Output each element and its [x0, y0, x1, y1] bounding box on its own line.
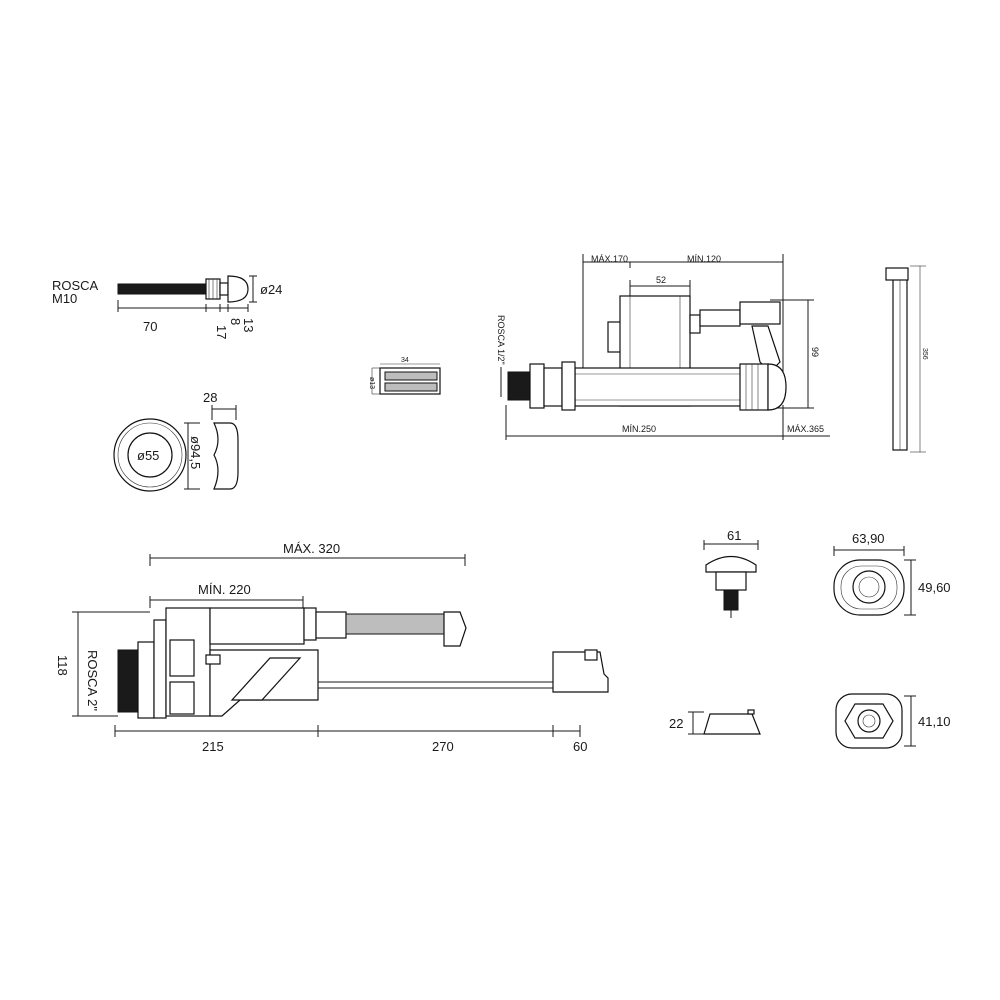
nut-hole	[857, 709, 881, 733]
flush-valve-drawing: MÁX. 320 MÍN. 220 118 ROSCA 2" 215 270 6…	[55, 541, 609, 754]
filter-drawing: 34 ø13	[368, 357, 441, 395]
dim-70: 70	[143, 319, 157, 334]
valve-inlet-thread	[507, 371, 531, 401]
push-button-front-drawing: 63,90 49,60	[833, 531, 951, 616]
dim-4110: 41,10	[918, 714, 951, 729]
button-stem	[723, 589, 739, 611]
plate-side-view	[213, 422, 239, 490]
dim-28: 28	[203, 390, 217, 405]
dim-max320: MÁX. 320	[283, 541, 340, 556]
dim-8: 8	[228, 318, 243, 325]
button-cap	[705, 555, 757, 573]
valve-arm	[699, 309, 741, 327]
rosca-m10-label-2: M10	[52, 291, 77, 306]
dim-min220: MÍN. 220	[198, 582, 251, 597]
dim-max170: MÁX.170	[591, 254, 628, 264]
dim-d13: ø13	[368, 377, 375, 389]
dim-22: 22	[669, 716, 683, 731]
plate-inner-circle	[127, 432, 173, 478]
dim-d94: ø94,5	[188, 436, 203, 469]
dim-4960: 49,60	[918, 580, 951, 595]
dim-60: 60	[573, 739, 587, 754]
small-base-drawing: 22	[669, 709, 761, 735]
flush-cable-end	[552, 651, 609, 693]
push-button-side-drawing: 61	[703, 528, 759, 618]
dim-34: 34	[401, 357, 409, 364]
dim-6390: 63,90	[852, 531, 885, 546]
button-front-inner	[852, 570, 886, 604]
dim-52: 52	[656, 275, 666, 285]
dim-356: 356	[921, 348, 928, 360]
fill-valve-drawing: MÁX.170 MÍN.120 52 ROSCA 1/2" 99 MÍN.250…	[496, 254, 830, 440]
dim-13: 13	[241, 318, 256, 332]
dim-max365: MÁX.365	[787, 424, 824, 434]
flush-spring-hose	[345, 613, 445, 635]
nut-front-drawing: 41,10	[835, 693, 951, 749]
threaded-rod-drawing: ROSCA M10 ø24 70 17 8 13	[52, 275, 282, 339]
dim-61: 61	[727, 528, 741, 543]
tall-rod-drawing: 356	[885, 265, 928, 453]
dim-270: 270	[432, 739, 454, 754]
round-plate-drawing: 28 ø55 ø94,5	[113, 390, 239, 492]
rosca-half-label: ROSCA 1/2"	[496, 315, 506, 365]
dim-17: 17	[214, 325, 229, 339]
dim-99: 99	[810, 347, 820, 357]
flush-thread	[117, 649, 139, 713]
rosca-2-label: ROSCA 2"	[85, 650, 100, 711]
dim-215: 215	[202, 739, 224, 754]
threaded-rod	[117, 283, 207, 295]
base-trapezoid	[703, 713, 761, 735]
dim-min120: MÍN.120	[687, 254, 721, 264]
rod-collar	[219, 282, 229, 296]
dim-d55: ø55	[137, 448, 159, 463]
rosca-m10-label-1: ROSCA	[52, 278, 99, 293]
valve-float	[767, 363, 787, 411]
dim-118: 118	[55, 655, 70, 676]
dim-d24: ø24	[260, 282, 282, 297]
rod-knob	[227, 275, 249, 303]
dim-min250: MÍN.250	[622, 424, 656, 434]
